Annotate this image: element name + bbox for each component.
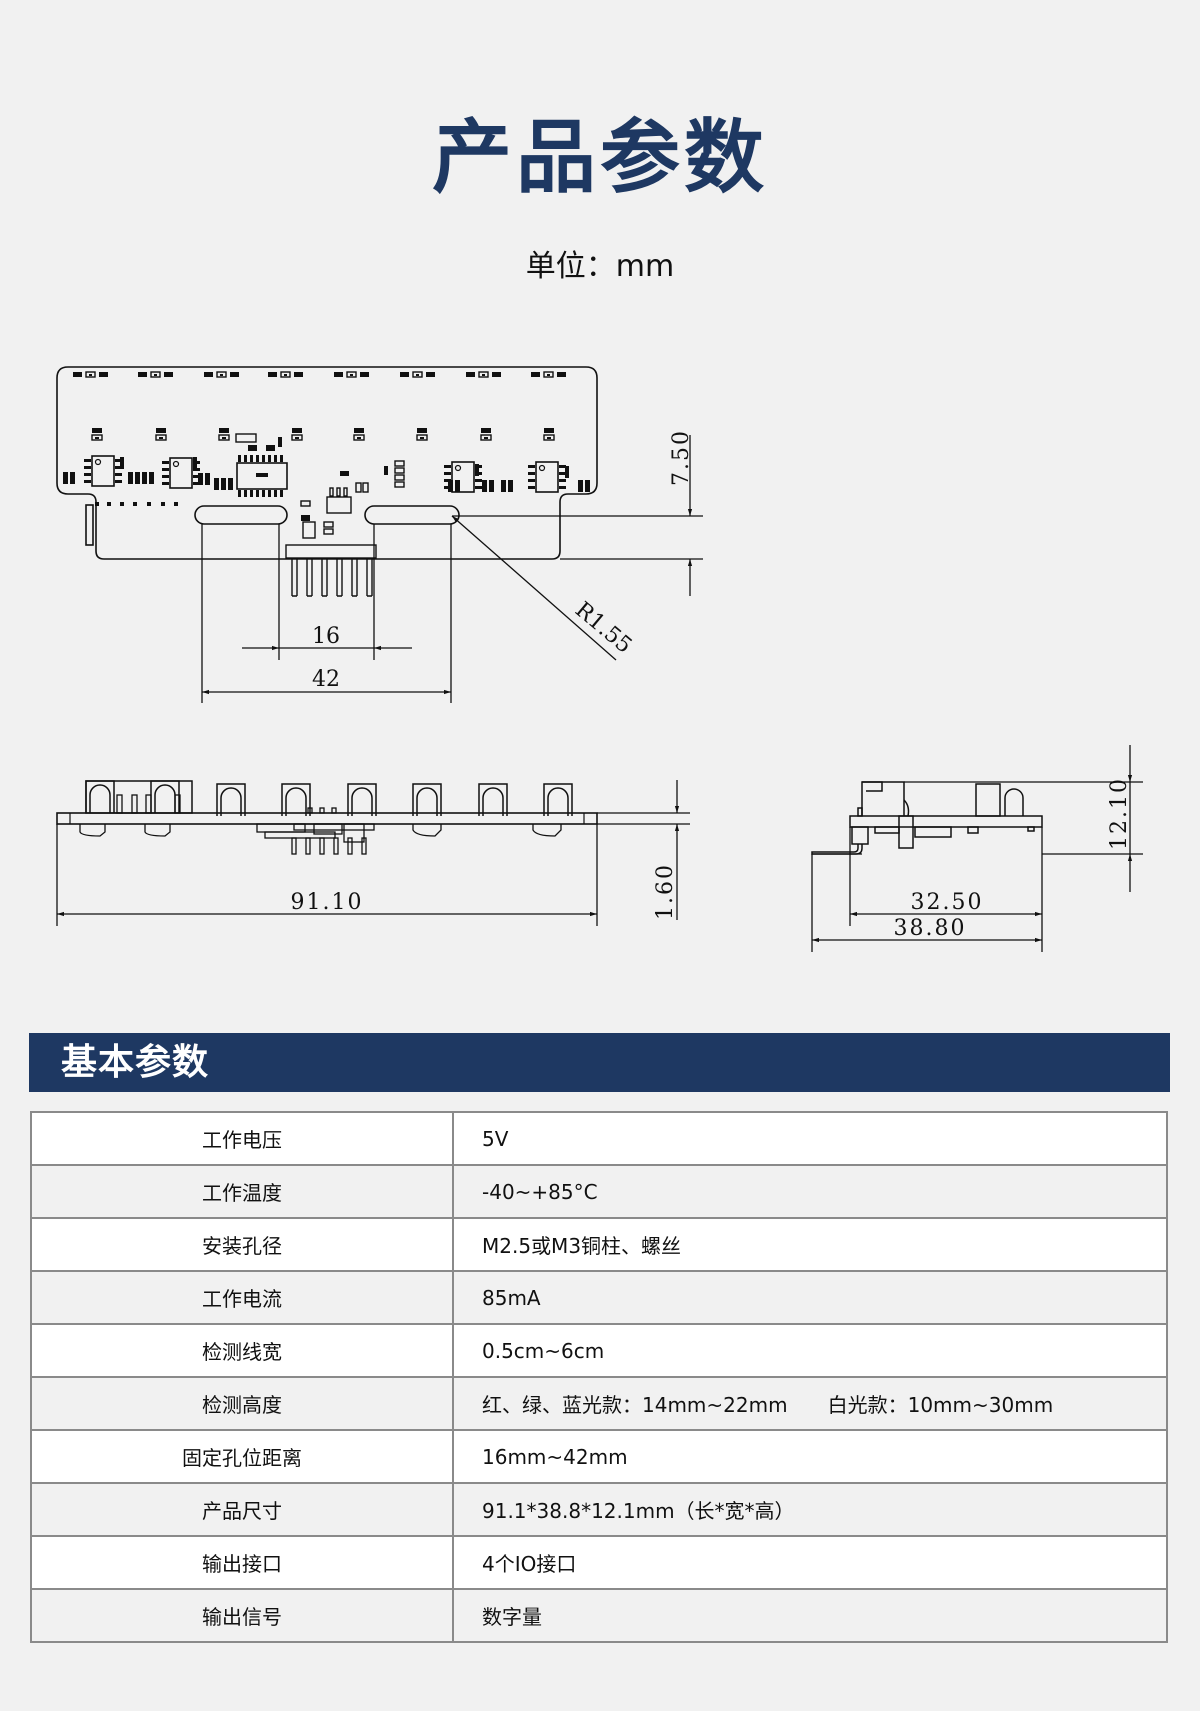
dim-1-60: 1.60: [653, 863, 678, 920]
param-label: 固定孔位距离: [30, 1429, 454, 1484]
top-view-dimensions: [201, 435, 703, 703]
table-row: 检测线宽 0.5cm~6cm: [30, 1323, 1168, 1378]
param-value-rgb: 红、绿、蓝光款：14mm~22mm: [482, 1393, 788, 1417]
param-value: -40~+85°C: [452, 1164, 1168, 1219]
param-label: 安装孔径: [30, 1217, 454, 1272]
param-value: 数字量: [452, 1588, 1168, 1643]
params-table: 工作电压 5V 工作温度 -40~+85°C 安装孔径 M2.5或M3铜柱、螺丝…: [30, 1111, 1168, 1643]
table-row: 工作电流 85mA: [30, 1270, 1168, 1325]
table-row: 固定孔位距离 16mm~42mm: [30, 1429, 1168, 1484]
dim-32-50: 32.50: [911, 890, 984, 915]
param-label: 产品尺寸: [30, 1482, 454, 1537]
table-row: 输出信号 数字量: [30, 1588, 1168, 1643]
dim-91-10: 91.10: [291, 890, 364, 915]
dim-7-50: 7.50: [669, 429, 694, 486]
front-view-drawing: [56, 780, 598, 855]
table-row: 工作电压 5V: [30, 1111, 1168, 1166]
param-label: 工作温度: [30, 1164, 454, 1219]
param-label: 输出接口: [30, 1535, 454, 1590]
unit-label: 单位：mm: [525, 249, 675, 284]
smd-components: [63, 427, 590, 597]
dimension-drawings: 16 42 R1.55 7.50: [56, 366, 1143, 952]
param-value: M2.5或M3铜柱、螺丝: [452, 1217, 1168, 1272]
table-row: 产品尺寸 91.1*38.8*12.1mm（长*宽*高）: [30, 1482, 1168, 1537]
param-value: 0.5cm~6cm: [452, 1323, 1168, 1378]
front-view-dimensions: [56, 780, 690, 926]
param-value: 85mA: [452, 1270, 1168, 1325]
param-value: 16mm~42mm: [452, 1429, 1168, 1484]
param-value: 5V: [452, 1111, 1168, 1166]
table-row: 工作温度 -40~+85°C: [30, 1164, 1168, 1219]
dim-12-10: 12.10: [1107, 777, 1132, 850]
dim-38-80: 38.80: [894, 916, 967, 941]
table-row: 安装孔径 M2.5或M3铜柱、螺丝: [30, 1217, 1168, 1272]
param-label: 检测线宽: [30, 1323, 454, 1378]
param-value: 4个IO接口: [452, 1535, 1168, 1590]
section-banner: 基本参数: [29, 1033, 1170, 1092]
param-label: 检测高度: [30, 1376, 454, 1431]
page-title: 产品参数: [432, 111, 768, 204]
param-value: 红、绿、蓝光款：14mm~22mm 白光款：10mm~30mm: [452, 1376, 1168, 1431]
param-label: 工作电压: [30, 1111, 454, 1166]
table-row: 输出接口 4个IO接口: [30, 1535, 1168, 1590]
table-row: 检测高度 红、绿、蓝光款：14mm~22mm 白光款：10mm~30mm: [30, 1376, 1168, 1431]
led-pad-row: [72, 371, 567, 378]
side-view-dimensions: [811, 745, 1143, 952]
dim-16: 16: [312, 624, 340, 649]
top-view-drawing: [56, 366, 598, 560]
dim-42: 42: [312, 667, 340, 692]
param-label: 输出信号: [30, 1588, 454, 1643]
param-value-white: 白光款：10mm~30mm: [827, 1393, 1054, 1417]
param-value: 91.1*38.8*12.1mm（长*宽*高）: [452, 1482, 1168, 1537]
param-label: 工作电流: [30, 1270, 454, 1325]
side-view-drawing: [811, 781, 1043, 855]
